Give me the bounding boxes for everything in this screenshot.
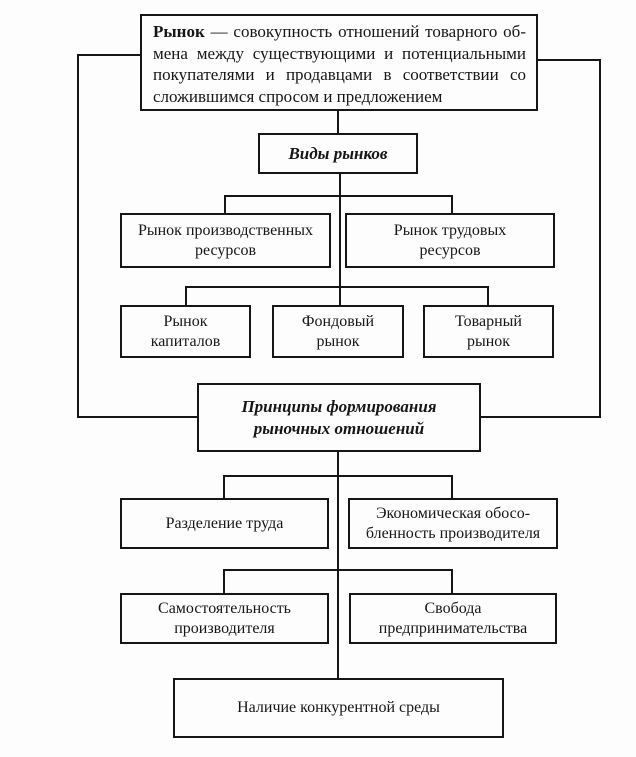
connector-right-rail — [599, 59, 601, 418]
connector-drop-freedom — [451, 569, 453, 594]
box-label-line: Свобода — [424, 599, 482, 617]
box-economic-isolation: Экономическая обосо- бленность производи… — [348, 498, 558, 549]
box-label-line: ресурсов — [419, 241, 481, 259]
connector-row5-horizontal — [223, 475, 453, 477]
box-label-line: Принципы формирования — [241, 396, 437, 416]
box-capital-market: Рынок капиталов — [120, 305, 251, 358]
connector-left-rail-bottom — [77, 416, 198, 418]
box-label-line: Рынок — [163, 312, 208, 330]
box-label: Виды рынков — [288, 143, 388, 163]
definition-line: сложившимся спросом и предложением — [153, 86, 443, 106]
connector-drop-commodity — [487, 286, 489, 306]
box-labor-resources-market: Рынок трудовых ресурсов — [345, 213, 555, 268]
box-division-of-labor: Разделение труда — [120, 498, 329, 549]
box-market-relations-principles: Принципы формирования рыночных отношений — [197, 383, 481, 452]
box-commodity-market: Товарный рынок — [423, 305, 554, 358]
box-label: Разделение труда — [165, 514, 284, 532]
box-competitive-environment: Наличие конкурентной среды — [173, 678, 504, 738]
box-entrepreneurship-freedom: Свобода предпринимательства — [349, 593, 557, 644]
connector-principles-center-stem — [337, 451, 339, 679]
box-label-line: ресурсов — [194, 241, 257, 259]
box-label-line: рыночных отношений — [253, 418, 425, 438]
connector-drop-isolation — [451, 475, 453, 499]
connector-right-rail-top — [536, 59, 601, 61]
connector-definition-to-types — [337, 110, 339, 134]
box-label-line: рынок — [316, 332, 360, 350]
connector-right-rail-bottom — [480, 416, 601, 418]
connector-drop-independence — [223, 569, 225, 594]
connector-row3-horizontal — [185, 286, 489, 288]
connector-row6-horizontal — [223, 569, 453, 571]
box-label-line: Рынок трудовых — [393, 221, 507, 239]
box-production-resources-market: Рынок производственных ресурсов — [120, 213, 331, 268]
connector-left-rail-top — [77, 54, 141, 56]
definition-term: Рынок — [153, 22, 205, 41]
box-label-line: Рынок производственных — [137, 221, 314, 239]
connector-drop-division — [223, 475, 225, 499]
box-label-line: Экономическая обосо- — [375, 504, 531, 522]
box-label-line: Товарный — [455, 312, 522, 330]
connector-row2-horizontal — [224, 195, 453, 197]
box-label: Наличие конкурентной среды — [237, 699, 440, 716]
connector-drop-production — [224, 195, 226, 214]
box-label-line: рынок — [466, 332, 511, 350]
definition-line: покупателями и продавцами в соответствии… — [153, 65, 526, 84]
box-label-line: капиталов — [150, 332, 221, 350]
connector-drop-capital — [185, 286, 187, 306]
connector-drop-labor — [451, 195, 453, 214]
box-label-line: производителя — [174, 619, 275, 637]
connector-left-rail — [77, 54, 79, 418]
box-label-line: Самостоятельность — [158, 599, 291, 617]
connector-types-center-stem — [339, 173, 341, 306]
definition-line: мена между существующими и потенциальным… — [153, 43, 526, 63]
box-stock-market: Фондовый рынок — [272, 305, 404, 358]
box-producer-independence: Самостоятельность производителя — [120, 593, 329, 644]
definition-line: Рынок — совокупность отношений товарного… — [153, 22, 526, 41]
box-market-definition: Рынок — совокупность отношений товарного… — [140, 14, 538, 111]
box-label-line: Фондовый — [301, 312, 375, 330]
box-label-line: предпринимательства — [378, 619, 528, 637]
box-label-line: бленность производителя — [365, 524, 541, 542]
box-market-types: Виды рынков — [258, 133, 418, 174]
